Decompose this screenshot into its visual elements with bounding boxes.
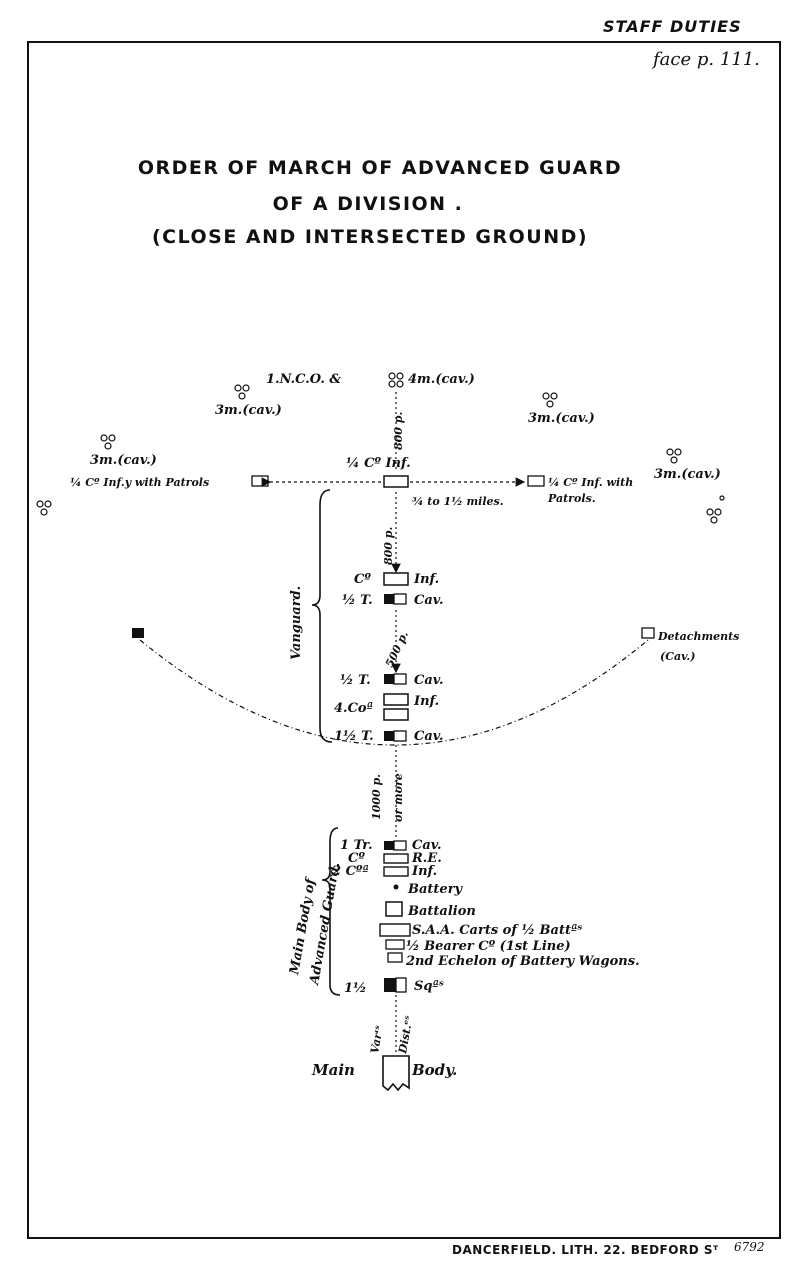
advanced-guard-row-arm: 2nd Echelon of Battery Wagons. bbox=[405, 954, 640, 969]
cavalry-icon bbox=[393, 593, 407, 605]
main-body-label-right: Body. bbox=[411, 1061, 457, 1079]
cavalry-men-icon bbox=[388, 372, 404, 388]
vanguard-row-strength: Cº bbox=[354, 572, 371, 587]
advanced-guard-row-arm: Cav. bbox=[412, 838, 442, 853]
battery-wagons-icon bbox=[387, 952, 403, 963]
nco-men-label: 4m.(cav.) bbox=[408, 372, 475, 387]
infantry-icon bbox=[527, 475, 545, 487]
far-left-men-label: 3m.(cav.) bbox=[90, 453, 157, 468]
plate-frame bbox=[27, 41, 781, 1239]
dist-500-vanguard: 500 p. bbox=[383, 629, 411, 669]
cavalry-icon bbox=[384, 841, 394, 850]
dist-1000: 1000 p. bbox=[370, 774, 383, 820]
infantry-icon bbox=[383, 866, 409, 877]
advanced-guard-brace bbox=[321, 827, 341, 996]
infantry-icon bbox=[383, 693, 409, 706]
title-line-1: ORDER OF MARCH OF ADVANCED GUARD bbox=[138, 157, 622, 179]
series-header: STAFF DUTIES bbox=[603, 17, 742, 36]
cavalry-icon bbox=[393, 840, 407, 851]
advanced-guard-row-strength: 1 Tr. bbox=[340, 838, 372, 853]
infantry-icon bbox=[383, 475, 409, 488]
vanguard-brace bbox=[311, 489, 333, 743]
far-right-men-label: 3m.(cav.) bbox=[654, 467, 721, 482]
infantry-icon bbox=[383, 708, 409, 721]
cavalry-icon bbox=[132, 628, 144, 638]
bearer-company-icon bbox=[385, 939, 405, 950]
right-unit-label: ¼ Cº Inf. with bbox=[548, 476, 633, 489]
cavalry-icon bbox=[384, 731, 394, 741]
cavalry-men-icon bbox=[36, 384, 725, 524]
main-body-label-left: Main bbox=[311, 1061, 355, 1079]
center-unit-label: ¼ Cº Inf. bbox=[346, 456, 411, 471]
infantry-icon bbox=[383, 572, 409, 586]
main-body-column-icon bbox=[382, 1055, 410, 1092]
cavalry-icon bbox=[393, 673, 407, 685]
flank-distance-label: ¾ to 1½ miles. bbox=[412, 495, 504, 508]
battalion-icon bbox=[385, 901, 403, 917]
vanguard-row-strength: 1½ T. bbox=[334, 729, 374, 744]
detachment-arc bbox=[139, 639, 649, 746]
infantry-icon bbox=[251, 475, 269, 487]
lithographer-imprint: DANCERFIELD. LITH. 22. BEDFORD Sᵀ bbox=[452, 1243, 719, 1257]
ammunition-carts-icon bbox=[379, 923, 411, 937]
title-line-2: OF A DIVISION . bbox=[273, 193, 464, 215]
vanguard-label: Vanguard. bbox=[289, 586, 304, 660]
cavalry-icon bbox=[384, 594, 394, 604]
engineers-icon bbox=[383, 853, 409, 864]
cavalry-icon bbox=[395, 977, 407, 993]
advanced-guard-row-arm: Battery bbox=[407, 882, 464, 897]
distances-label: Dist.ᵉˢ bbox=[396, 1015, 416, 1056]
left-unit-label: ¼ Cº Inf.y with Patrols bbox=[70, 476, 209, 489]
vanguard-row-arm: Inf. bbox=[413, 694, 439, 709]
plate-number: 6792 bbox=[734, 1240, 765, 1254]
dist-or-more: or more bbox=[392, 773, 405, 822]
nco-label: 1.N.C.O. & bbox=[266, 372, 341, 387]
dist-800-top: 800 p. bbox=[392, 412, 405, 450]
vanguard-row-arm: Cav. bbox=[414, 593, 444, 608]
advanced-guard-row-strength: 1½ bbox=[344, 981, 367, 996]
cavalry-icon bbox=[384, 674, 394, 684]
vanguard-row-strength: ½ T. bbox=[340, 673, 371, 688]
cavalry-icon bbox=[384, 978, 396, 992]
detachments-sub-label: (Cav.) bbox=[660, 650, 695, 663]
vanguard-row-arm: Cav. bbox=[414, 673, 444, 688]
advanced-guard-row-strength: Cº bbox=[348, 851, 365, 866]
advanced-guard-row-arm: R.E. bbox=[411, 851, 442, 866]
advanced-guard-row-arm: Battalion bbox=[407, 904, 476, 919]
cavalry-icon bbox=[641, 627, 655, 639]
various-label: Varᶦˢ bbox=[368, 1025, 386, 1055]
advanced-guard-row-arm: Sqªˢ bbox=[414, 979, 444, 994]
advanced-guard-row-arm: S.A.A. Carts of ½ Battªˢ bbox=[412, 923, 582, 938]
advanced-guard-row-arm: ½ Bearer Cº (1st Line) bbox=[406, 939, 571, 954]
detachments-label: Detachments bbox=[657, 630, 739, 643]
vanguard-row-arm: Cav. bbox=[414, 729, 444, 744]
cavalry-icon bbox=[393, 730, 407, 742]
advanced-guard-row-arm: Inf. bbox=[411, 864, 437, 879]
vanguard-row-strength: ½ T. bbox=[342, 593, 373, 608]
advanced-guard-row-strength: 2 Cºª bbox=[331, 864, 369, 879]
vanguard-row-strength: 4.Coª bbox=[334, 701, 373, 716]
battery-icon bbox=[393, 884, 399, 890]
dist-800-vanguard: 800 p. bbox=[382, 527, 395, 565]
right-unit-label-2: Patrols. bbox=[547, 492, 596, 505]
right-men-label: 3m.(cav.) bbox=[528, 411, 595, 426]
left-men-label: 3m.(cav.) bbox=[215, 403, 282, 418]
vanguard-row-arm: Inf. bbox=[413, 572, 439, 587]
face-page-reference: face p. 111. bbox=[653, 49, 760, 70]
title-line-3: (CLOSE AND INTERSECTED GROUND) bbox=[152, 226, 588, 248]
